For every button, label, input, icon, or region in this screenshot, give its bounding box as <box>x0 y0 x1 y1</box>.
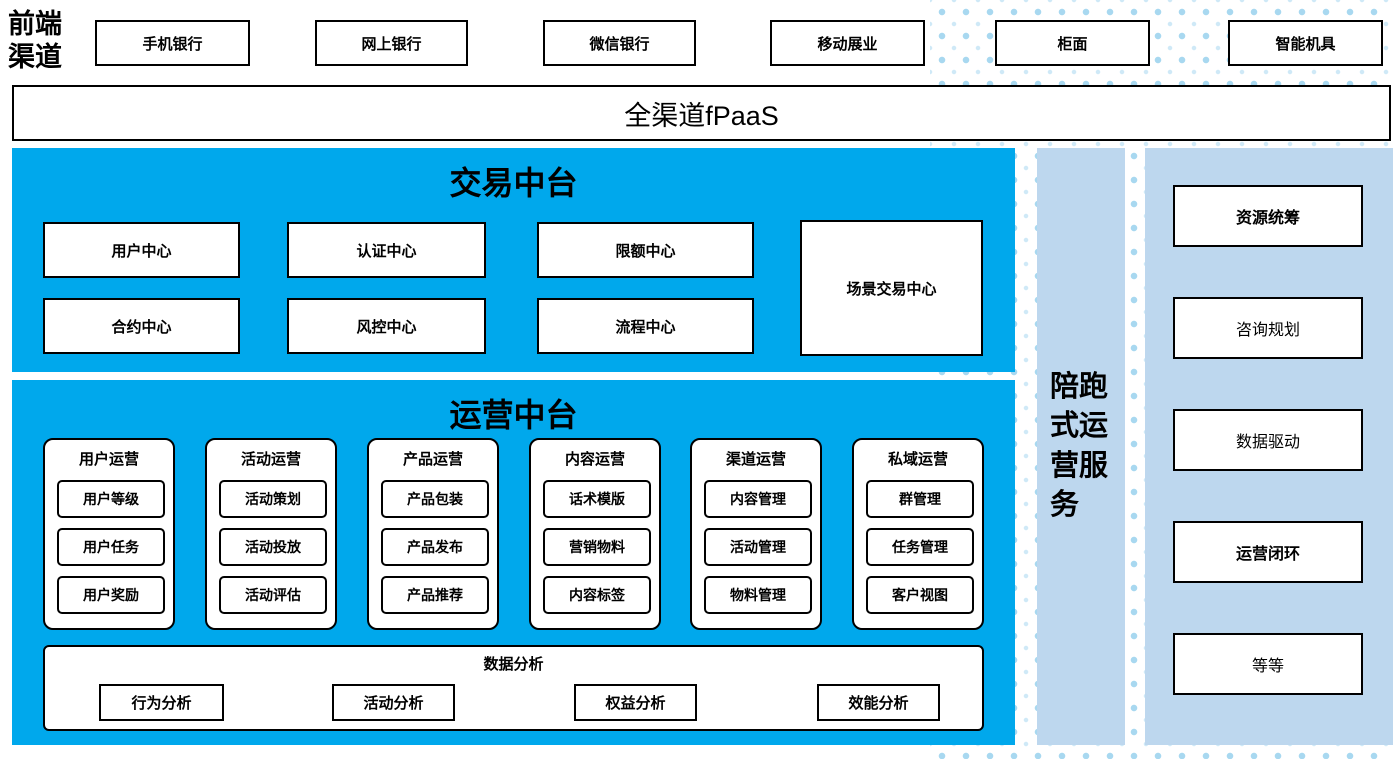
op-item: 活动策划 <box>219 480 327 518</box>
op-item: 物料管理 <box>704 576 812 614</box>
channel-smart-machines: 智能机具 <box>1228 20 1383 66</box>
accompanying-operation-service-band: 陪跑式运营服务 <box>1037 148 1125 745</box>
op-item: 话术模版 <box>543 480 651 518</box>
right-service-panel: 资源统筹 咨询规划 数据驱动 运营闭环 等等 <box>1145 148 1393 745</box>
channel-online-banking: 网上银行 <box>315 20 468 66</box>
node-user-center: 用户中心 <box>43 222 240 278</box>
op-item: 内容管理 <box>704 480 812 518</box>
transaction-platform-title: 交易中台 <box>449 165 578 201</box>
rp-consulting-planning: 咨询规划 <box>1173 297 1363 359</box>
channel-counter: 柜面 <box>995 20 1150 66</box>
op-col-activity-operation: 活动运营 活动策划 活动投放 活动评估 <box>205 438 337 630</box>
op-item: 用户等级 <box>57 480 165 518</box>
analysis-activity: 活动分析 <box>332 684 455 721</box>
node-process-center: 流程中心 <box>537 298 754 354</box>
node-limit-center: 限额中心 <box>537 222 754 278</box>
rp-etc: 等等 <box>1173 633 1363 695</box>
op-item: 活动评估 <box>219 576 327 614</box>
op-item: 产品包装 <box>381 480 489 518</box>
operation-platform-title: 运营中台 <box>449 397 578 433</box>
op-item: 活动管理 <box>704 528 812 566</box>
op-col-header: 用户运营 <box>78 451 139 468</box>
analysis-benefit: 权益分析 <box>574 684 697 721</box>
op-col-product-operation: 产品运营 产品包装 产品发布 产品推荐 <box>367 438 499 630</box>
rp-operation-loop: 运营闭环 <box>1173 521 1363 583</box>
node-auth-center: 认证中心 <box>287 222 486 278</box>
op-item: 营销物料 <box>543 528 651 566</box>
op-item: 活动投放 <box>219 528 327 566</box>
op-item: 用户奖励 <box>57 576 165 614</box>
op-col-user-operation: 用户运营 用户等级 用户任务 用户奖励 <box>43 438 175 630</box>
op-item: 产品发布 <box>381 528 489 566</box>
op-item: 任务管理 <box>866 528 974 566</box>
op-col-header: 私域运营 <box>887 451 948 468</box>
front-channels-label: 前端渠道 <box>8 9 62 72</box>
op-col-header: 产品运营 <box>402 451 463 468</box>
analysis-efficiency: 效能分析 <box>817 684 940 721</box>
operation-platform: 运营中台 用户运营 用户等级 用户任务 用户奖励 活动运营 活动策划 活动投放 … <box>12 380 1015 745</box>
channel-mobile-banking: 手机银行 <box>95 20 250 66</box>
data-analysis-box: 数据分析 行为分析 活动分析 权益分析 效能分析 <box>43 645 984 731</box>
band-label: 陪跑式运营服务 <box>1050 371 1109 521</box>
rp-data-driven: 数据驱动 <box>1173 409 1363 471</box>
node-contract-center: 合约中心 <box>43 298 240 354</box>
op-col-header: 活动运营 <box>240 451 301 468</box>
channel-wechat-banking: 微信银行 <box>543 20 696 66</box>
channel-mobile-business: 移动展业 <box>770 20 925 66</box>
op-item: 用户任务 <box>57 528 165 566</box>
op-col-header: 内容运营 <box>564 451 625 468</box>
analysis-behavior: 行为分析 <box>99 684 224 721</box>
op-item: 客户视图 <box>866 576 974 614</box>
node-scenario-transaction-center: 场景交易中心 <box>800 220 983 356</box>
op-item: 内容标签 <box>543 576 651 614</box>
rp-resource-planning: 资源统筹 <box>1173 185 1363 247</box>
op-col-channel-operation: 渠道运营 内容管理 活动管理 物料管理 <box>690 438 822 630</box>
op-item: 群管理 <box>866 480 974 518</box>
data-analysis-title: 数据分析 <box>483 656 544 673</box>
node-risk-center: 风控中心 <box>287 298 486 354</box>
op-col-content-operation: 内容运营 话术模版 营销物料 内容标签 <box>529 438 661 630</box>
op-col-private-domain-operation: 私域运营 群管理 任务管理 客户视图 <box>852 438 984 630</box>
fpaas-bar: 全渠道fPaaS <box>12 85 1391 141</box>
op-col-header: 渠道运营 <box>725 451 786 468</box>
op-item: 产品推荐 <box>381 576 489 614</box>
transaction-platform: 交易中台 用户中心 认证中心 限额中心 合约中心 风控中心 流程中心 场景交易中… <box>12 148 1015 372</box>
